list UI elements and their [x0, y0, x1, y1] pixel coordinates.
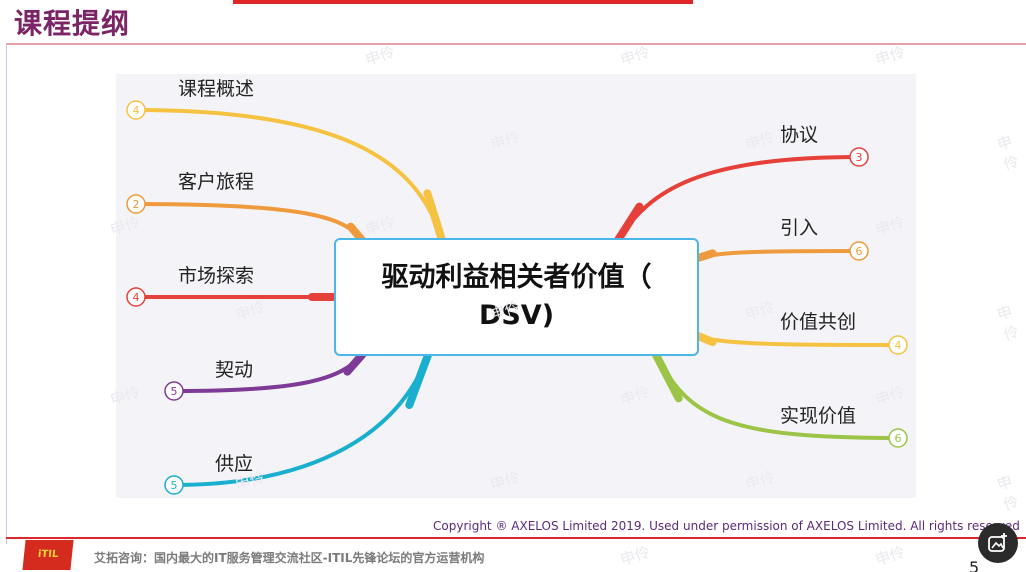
node-count-text: 4	[133, 291, 140, 304]
node-count-badge[interactable]	[849, 241, 869, 261]
branch-left-供应	[172, 353, 430, 487]
central-topic-line1: 驱动利益相关者价值（	[381, 262, 652, 293]
node-count-text: 4	[895, 339, 902, 352]
node-count-badge[interactable]	[126, 100, 146, 120]
add-image-button[interactable]	[978, 523, 1018, 563]
node-count-text: 4	[133, 104, 140, 117]
branch-right-协议	[616, 155, 861, 242]
node-count-text: 5	[171, 479, 178, 492]
node-label-onboard: 引入	[780, 217, 819, 239]
page-number: 5	[969, 558, 980, 572]
branch-root-right-协议	[614, 202, 644, 244]
node-label-supply: 供应	[215, 453, 254, 475]
copyright-notice: Copyright ® AXELOS Limited 2019. Used un…	[433, 519, 1020, 533]
node-label-co-create: 价值共创	[780, 311, 857, 333]
branch-root-left-课程概述	[423, 189, 446, 244]
footer-divider	[6, 537, 1026, 539]
node-count-badge[interactable]	[888, 335, 908, 355]
title-divider	[6, 43, 1026, 45]
node-label-agreement: 协议	[780, 124, 819, 146]
node-count-badge[interactable]	[849, 147, 869, 167]
node-count-badge[interactable]	[126, 194, 146, 214]
branch-left-契动	[172, 353, 364, 393]
node-count-text: 6	[895, 432, 902, 445]
node-count-badge[interactable]	[164, 475, 184, 495]
node-label-market-explore: 市场探索	[178, 265, 255, 287]
branch-right-实现价值	[654, 353, 900, 440]
central-topic-line2: DSV)	[478, 300, 555, 331]
node-label-engage: 契动	[215, 359, 254, 381]
node-count-text: 6	[856, 245, 863, 258]
node-count-text: 5	[171, 385, 178, 398]
top-accent-bar	[233, 0, 693, 4]
node-count-badge[interactable]	[126, 287, 146, 307]
branch-left-客户旅程	[134, 202, 364, 242]
branch-root-right-引入	[694, 249, 717, 262]
node-count-badge[interactable]	[164, 381, 184, 401]
branch-right-价值共创	[696, 334, 900, 347]
branch-root-right-实现价值	[652, 351, 683, 403]
left-border	[6, 44, 7, 544]
node-count-badge[interactable]	[888, 428, 908, 448]
branch-root-left-供应	[405, 351, 432, 409]
slide-title: 课程提纲	[14, 7, 131, 40]
central-topic: 驱动利益相关者价值（ DSV)	[334, 238, 699, 356]
branch-root-left-契动	[343, 351, 366, 376]
branch-root-right-价值共创	[694, 332, 717, 346]
node-label-course-overview: 课程概述	[178, 78, 255, 100]
itil-logo: iTIL	[22, 540, 74, 570]
node-label-customer-journey: 客户旅程	[178, 171, 255, 193]
add-image-icon	[988, 533, 1007, 552]
node-count-text: 2	[133, 198, 140, 211]
node-label-realize-value: 实现价值	[780, 405, 857, 427]
branch-root-left-客户旅程	[346, 222, 366, 244]
branch-right-引入	[696, 249, 861, 260]
node-count-text: 3	[856, 151, 863, 164]
footer-caption: 艾拓咨询：国内最大的IT服务管理交流社区-ITIL先锋论坛的官方运营机构	[94, 551, 485, 565]
